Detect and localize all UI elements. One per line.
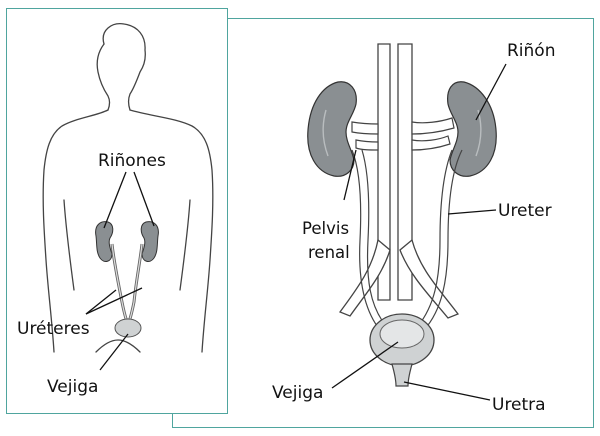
overview-panel [6,8,228,414]
detail-panel [172,18,594,428]
